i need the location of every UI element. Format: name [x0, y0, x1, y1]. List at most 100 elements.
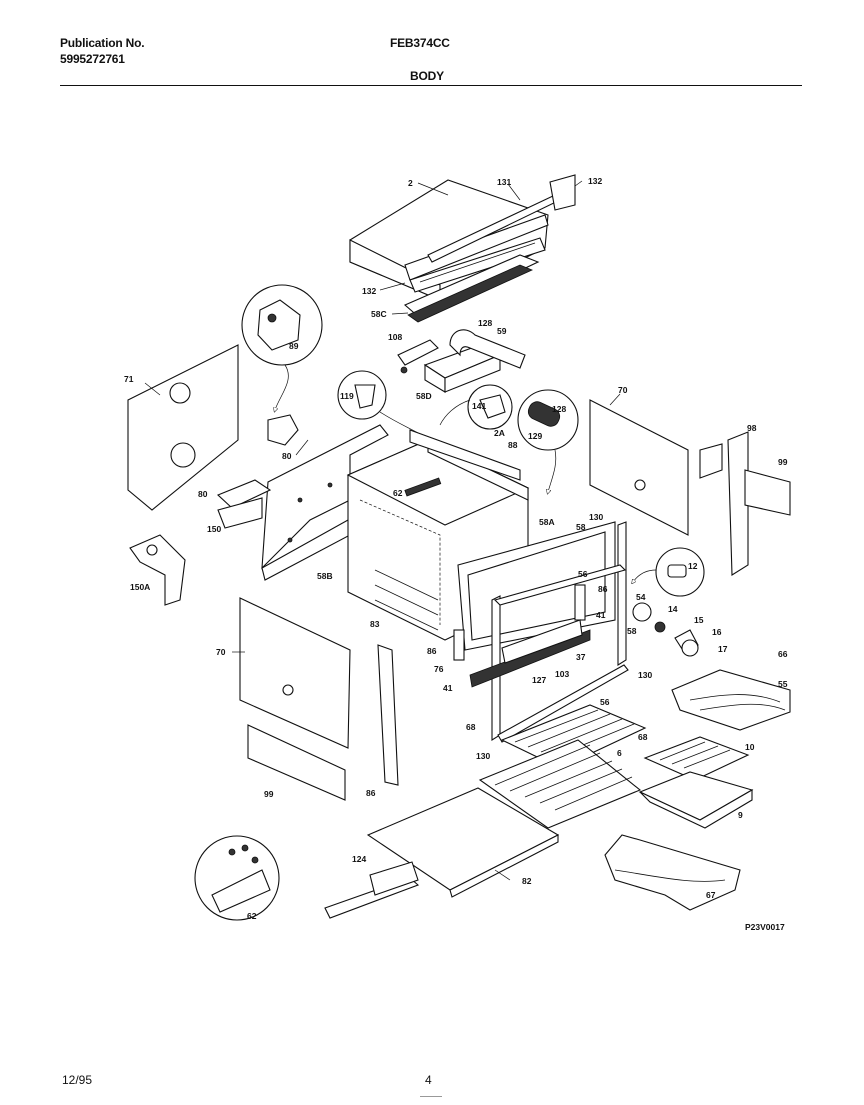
callout-label: 132 — [362, 286, 376, 296]
callout-label: 58D — [416, 391, 432, 401]
callout-label: 128 — [552, 404, 566, 414]
model-number: FEB374CC — [390, 36, 450, 50]
bracket-150A — [129, 534, 186, 606]
callout-label: 41 — [443, 683, 453, 693]
callout-label: 108 — [388, 332, 402, 342]
callout-label: 56 — [600, 697, 610, 707]
leader-lines — [144, 180, 621, 881]
callout-label: 37 — [576, 652, 586, 662]
callout-label: 68 — [638, 732, 648, 742]
callout-label: 62 — [393, 488, 403, 498]
callout-label: 83 — [370, 619, 380, 629]
callout-label: 71 — [124, 374, 134, 384]
side-channel — [377, 644, 399, 786]
bracket-150 — [216, 479, 272, 529]
callout-label: 12 — [688, 561, 698, 571]
callout-label: 16 — [712, 627, 722, 637]
callout-label: 66 — [778, 649, 788, 659]
callout-label: 86 — [598, 584, 608, 594]
door-rails — [491, 521, 629, 743]
oven-rack-lower — [478, 739, 642, 829]
callout-label: 86 — [366, 788, 376, 798]
callout-label: 99 — [264, 789, 274, 799]
left-side-panel — [127, 344, 239, 511]
broiler-pan-insert — [643, 736, 750, 781]
side-brace — [699, 431, 791, 576]
callout-label: 98 — [747, 423, 757, 433]
callout-label: 88 — [508, 440, 518, 450]
callout-label: 150A — [130, 582, 150, 592]
callout-label: 70 — [216, 647, 226, 657]
callout-label: 76 — [434, 664, 444, 674]
callout-label: 130 — [589, 512, 603, 522]
callout-label: 124 — [352, 854, 366, 864]
insulation-block — [423, 344, 502, 393]
callout-label: 86 — [427, 646, 437, 656]
callout-label: 80 — [198, 489, 208, 499]
callout-label: 80 — [282, 451, 292, 461]
callout-label: 103 — [555, 669, 569, 679]
footer-mark — [420, 1096, 442, 1097]
trim-strip — [427, 174, 576, 263]
detail-circle-62 — [194, 835, 280, 921]
publication-label: Publication No. — [60, 36, 145, 50]
publication-number: 5995272761 — [60, 52, 125, 66]
callout-label: 62 — [247, 911, 257, 921]
callout-label: 119 — [340, 391, 354, 401]
detail-circle-141 — [439, 384, 513, 430]
element-62 — [404, 477, 442, 497]
bottom-panel — [366, 787, 560, 898]
callout-label: 150 — [207, 524, 221, 534]
callout-label: 128 — [478, 318, 492, 328]
footer-date: 12/95 — [62, 1073, 93, 1087]
callout-label: 130 — [476, 751, 490, 761]
callout-label: 58C — [371, 309, 387, 319]
callout-label: 58 — [576, 522, 586, 532]
control-parts — [633, 547, 705, 657]
callout-label: 58 — [627, 626, 637, 636]
callout-label: 6 — [617, 748, 622, 758]
header-rule — [60, 85, 802, 86]
terminal-block — [397, 339, 439, 374]
callout-label: 82 — [522, 876, 532, 886]
callout-label: 59 — [497, 326, 507, 336]
callout-label: 58A — [539, 517, 555, 527]
drawing-code: P23V0017 — [745, 922, 785, 932]
page-number: 4 — [425, 1073, 432, 1087]
broil-element — [671, 669, 791, 731]
callout-label: 127 — [532, 675, 546, 685]
callout-label: 17 — [718, 644, 728, 654]
callout-label: 41 — [596, 610, 606, 620]
callout-label: 67 — [706, 890, 716, 900]
lower-panel — [239, 597, 351, 749]
bake-element — [604, 834, 741, 911]
callout-label: 130 — [638, 670, 652, 680]
callout-label: 141 — [472, 401, 486, 411]
section-title: BODY — [410, 69, 444, 83]
callout-label: 2 — [408, 178, 413, 188]
callout-label: 54 — [636, 592, 646, 602]
hinge-assembly — [453, 584, 591, 688]
callout-label: 9 — [738, 810, 743, 820]
rear-panel — [589, 399, 689, 536]
callout-label: 99 — [778, 457, 788, 467]
callout-label: 14 — [668, 604, 678, 614]
broiler-pan — [638, 771, 754, 829]
callout-label: 132 — [588, 176, 602, 186]
detail-circle-128-129 — [517, 389, 579, 492]
callout-label: 15 — [694, 615, 704, 625]
callout-label: 56 — [578, 569, 588, 579]
callout-label: 55 — [778, 679, 788, 689]
callout-label: 129 — [528, 431, 542, 441]
kick-panel — [247, 724, 346, 801]
detail-circle-119 — [337, 370, 430, 440]
callout-label: 2A — [494, 428, 505, 438]
callout-labels: 2 131 132 132 58C 108 128 59 89 71 119 5… — [124, 176, 788, 921]
detail-circle-89 — [241, 284, 323, 446]
front-channel — [324, 861, 420, 919]
callout-label: 70 — [618, 385, 628, 395]
vent-grille — [403, 254, 540, 323]
callout-label: 68 — [466, 722, 476, 732]
vent-tube — [449, 329, 526, 369]
